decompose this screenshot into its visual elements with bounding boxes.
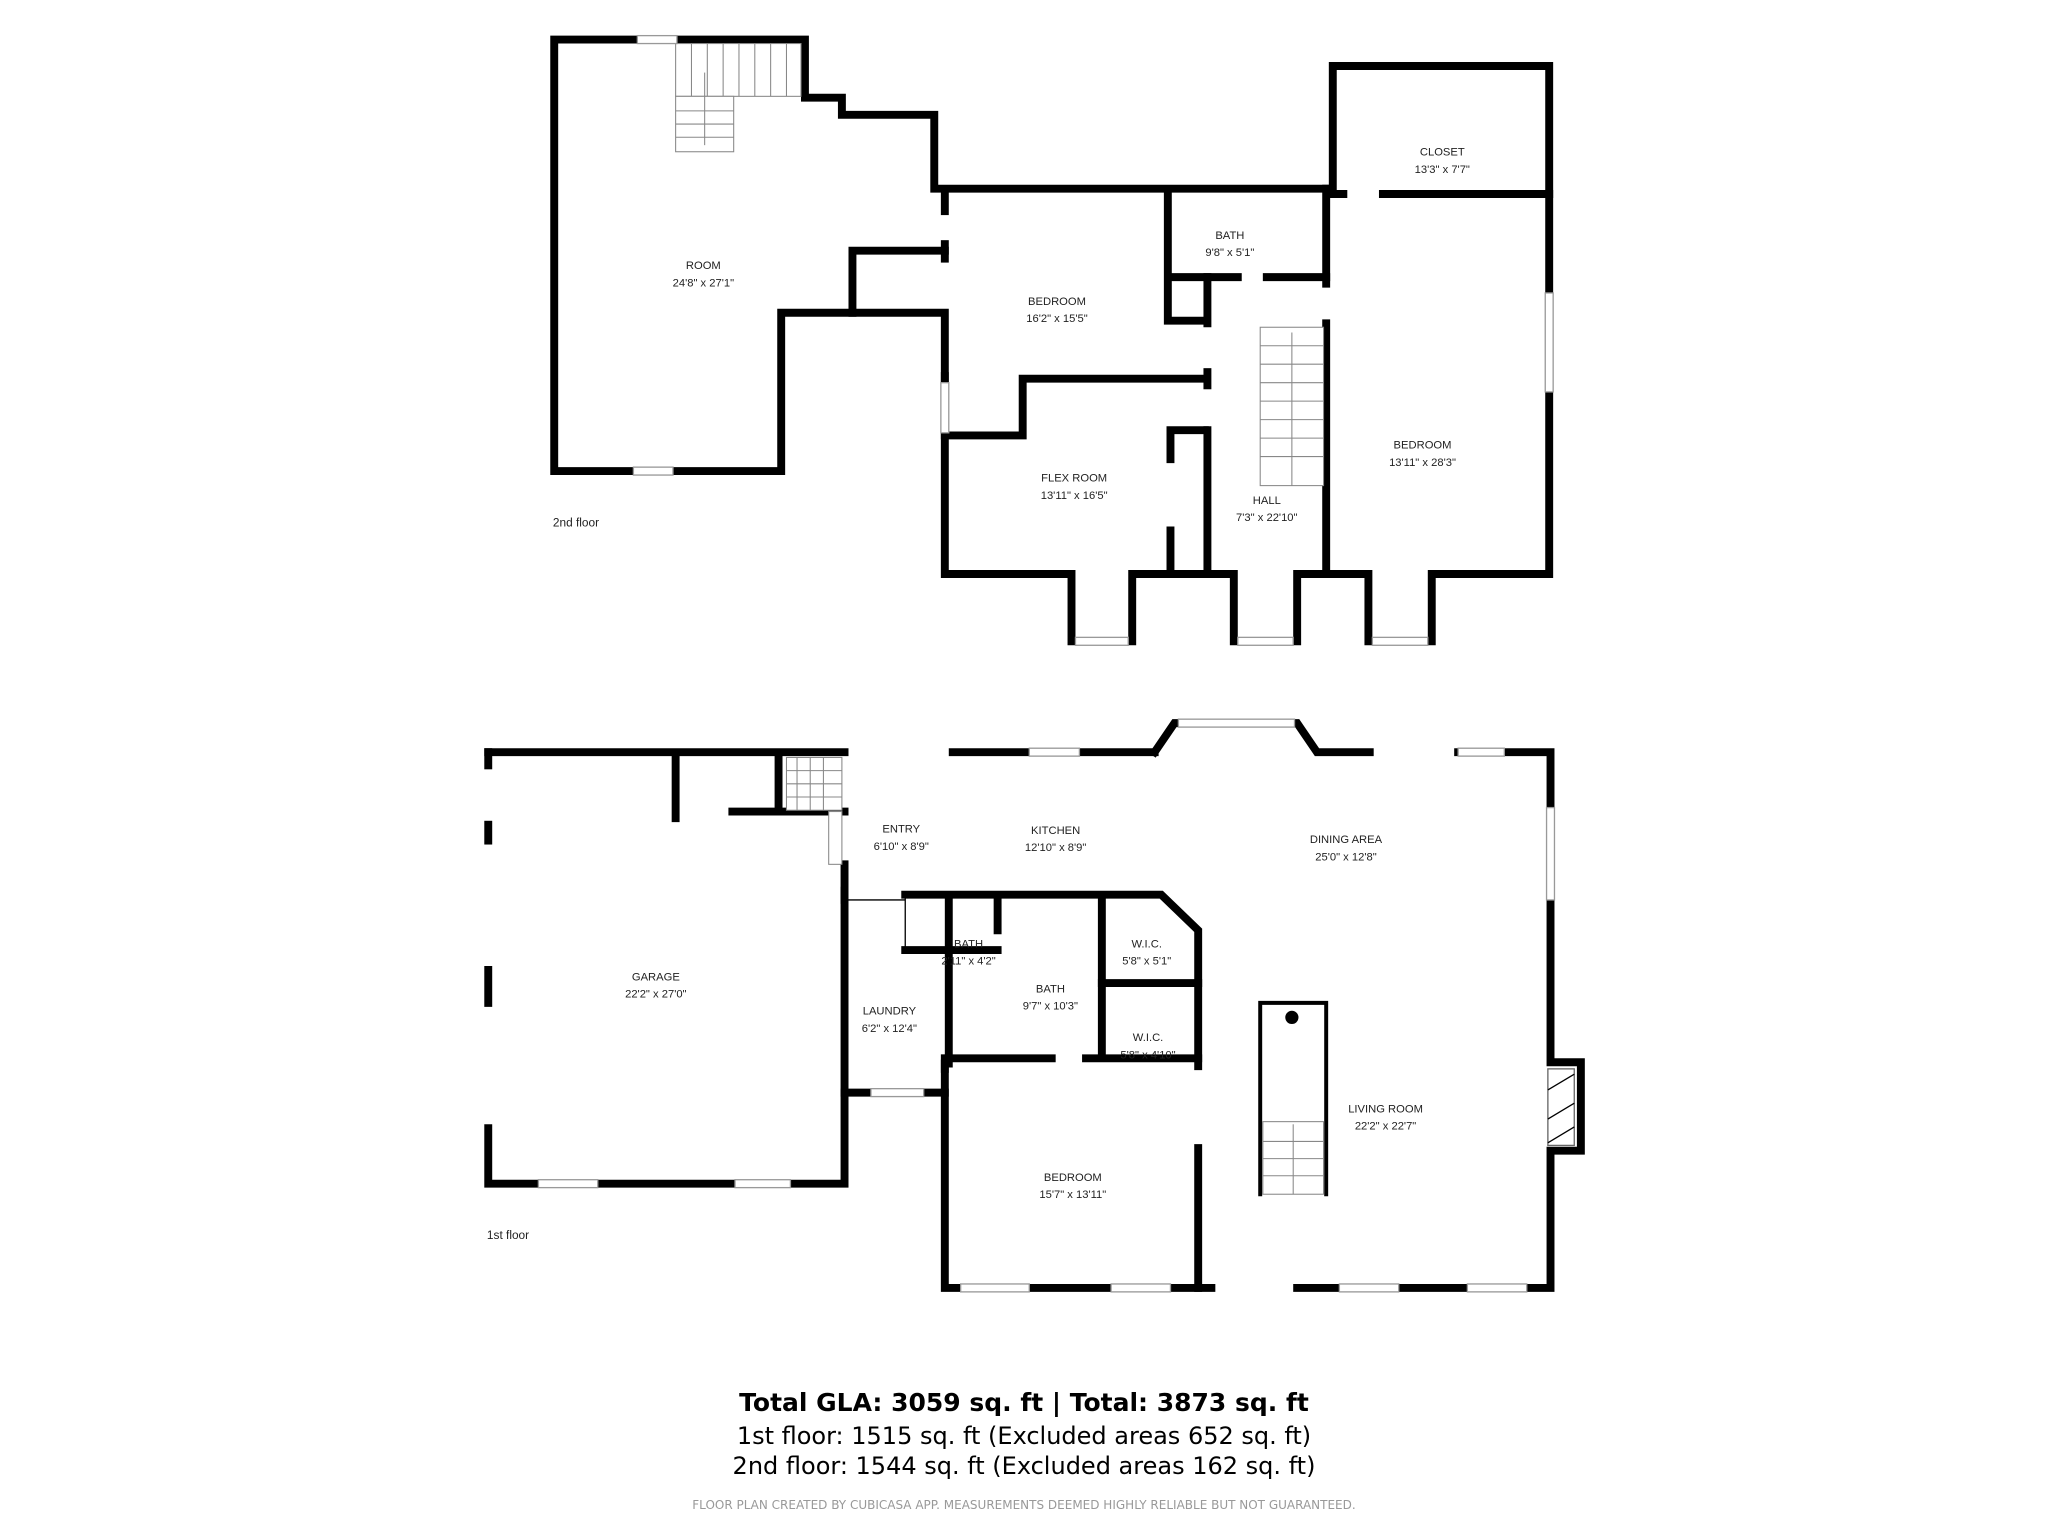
room-label: BATH [954,938,983,950]
room-label: 9'8" x 5'1" [1205,247,1254,259]
room-label: 2'11" x 4'2" [941,956,995,968]
disclaimer-text: FLOOR PLAN CREATED BY CUBICASA APP. MEAS… [692,1498,1356,1512]
window [940,382,950,434]
window [734,1179,792,1189]
window [537,1179,599,1189]
room-label: CLOSET [1420,147,1465,159]
room-label: BEDROOM [1044,1172,1102,1184]
room-label: HALL [1253,495,1281,507]
wall [1547,1102,1575,1120]
room-label: W.I.C. [1133,1032,1164,1044]
room-label: LIVING ROOM [1348,1103,1423,1115]
room-label: 12'10" x 8'9" [1025,842,1086,854]
room-label: 5'8" x 4'10" [1120,1049,1175,1061]
room-label: 16'2" x 15'5" [1026,313,1087,325]
window [1338,1283,1400,1293]
first-floor-plan: 1st floor GARAGE 22'2" x 27'0" ENTRY 6'10"… [484,718,1585,1293]
room-label: 6'2" x 12'4" [862,1023,917,1035]
wall [1166,426,1209,464]
room-label: W.I.C. [1131,938,1162,950]
window [1371,636,1429,646]
fireplace [1547,1068,1575,1147]
window [1466,1283,1528,1293]
window [1028,747,1081,757]
room-label: ROOM [686,260,721,272]
floor-label: 1st floor [487,1228,529,1242]
disclaimer: FLOOR PLAN CREATED BY CUBICASA APP. MEAS… [0,1498,2048,1512]
window [1177,718,1296,728]
room-label: 13'11" x 28'3" [1389,457,1456,469]
wall [901,890,1203,1071]
wall [484,860,849,1188]
room-label: 15'7" x 13'11" [1039,1189,1106,1201]
total-area: Total GLA: 3059 sq. ft | Total: 3873 sq.… [0,1388,2048,1417]
room-label: BATH [1215,230,1244,242]
room-label: LAUNDRY [863,1006,917,1018]
room-label: BEDROOM [1028,296,1086,308]
room-label: 24'8" x 27'1" [673,277,734,289]
room-label: DINING AREA [1310,834,1383,846]
room-label: 6'10" x 8'9" [874,841,929,853]
room-label: 7'3" x 22'10" [1236,512,1297,524]
interior-wall [848,246,949,317]
wall [1258,1000,1329,1197]
outer-wall [550,35,1554,646]
wall [1163,187,1209,325]
second-floor-area: 2nd floor: 1544 sq. ft (Excluded areas 1… [0,1452,2048,1480]
room-label: FLEX ROOM [1041,473,1107,485]
wall [1149,719,1374,758]
staircase [1258,1000,1329,1197]
room-label: 9'7" x 10'3" [1023,1000,1078,1012]
first-floor-area: 1st floor: 1515 sq. ft (Excluded areas 6… [0,1422,2048,1450]
room-label: 25'0" x 12'8" [1315,851,1376,863]
wall [1547,1073,1575,1091]
room-label: 22'2" x 22'7" [1355,1121,1416,1133]
floor-label: 2nd floor [553,516,599,530]
entry-door [828,811,843,865]
second-floor-area-text: 2nd floor: 1544 sq. ft (Excluded areas 1… [732,1452,1316,1480]
staircase [675,43,802,153]
staircase [1259,326,1325,487]
window [1074,636,1129,646]
room-label: KITCHEN [1031,825,1080,837]
window [870,1088,925,1098]
room-label: 22'2" x 27'0" [625,989,686,1001]
first-floor-area-text: 1st floor: 1515 sq. ft (Excluded areas 6… [736,1422,1312,1450]
room-labels: ROOM 24'8" x 27'1" BEDROOM 16'2" x 15'5" B… [673,147,1470,525]
room-label: ENTRY [882,824,920,836]
wall [1293,748,1585,1292]
room-label: 13'3" x 7'7" [1415,164,1470,176]
window [1544,292,1554,393]
window [1457,747,1505,757]
window [1237,636,1294,646]
room-label: BEDROOM [1394,440,1452,452]
window [1545,806,1556,901]
window [636,34,678,45]
window [632,466,674,476]
room-label: GARAGE [632,971,680,983]
second-floor-plan: 2nd floor ROOM 24'8" x 27'1" BEDROOM 16'2"… [550,34,1554,646]
room-label: 5'8" x 5'1" [1122,956,1171,968]
wall [1547,1126,1575,1144]
staircase [785,756,843,811]
room-label: BATH [1036,983,1065,995]
room-label: 13'11" x 16'5" [1041,490,1108,502]
total-area-text: Total GLA: 3059 sq. ft | Total: 3873 sq.… [739,1388,1309,1417]
wall [940,374,1209,440]
room-labels: GARAGE 22'2" x 27'0" ENTRY 6'10" x 8'9" KI… [625,824,1423,1202]
window [1110,1283,1172,1293]
window [960,1283,1030,1293]
